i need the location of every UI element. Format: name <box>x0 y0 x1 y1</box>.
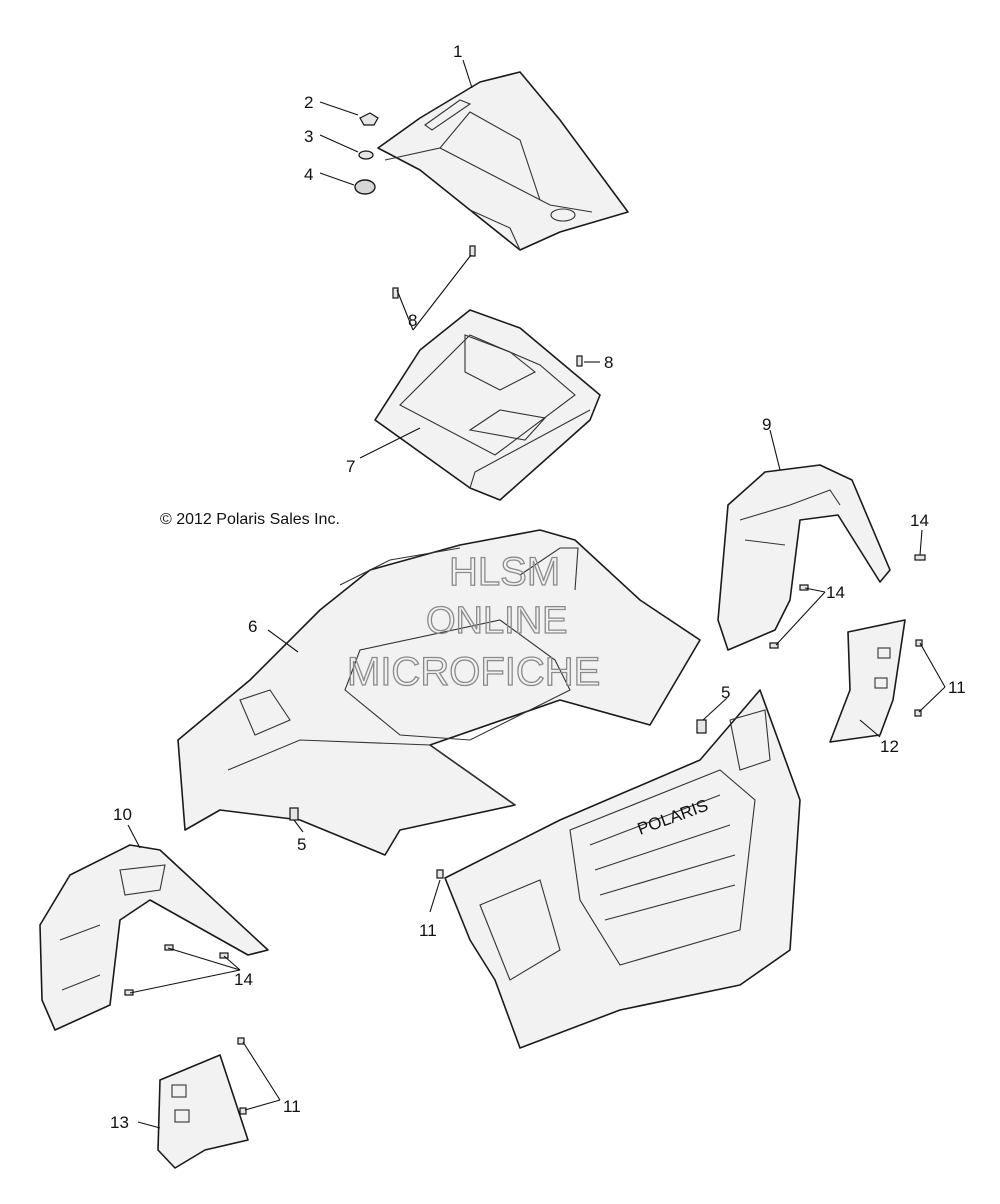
callout-11b: 11 <box>419 921 437 940</box>
callout-labels: 1 2 3 4 8 8 7 9 14 14 6 11 5 12 10 5 11 … <box>110 42 966 1132</box>
callout-10: 10 <box>113 805 132 824</box>
part-7-storage-tray <box>374 309 601 501</box>
part-4-grommet <box>354 179 376 195</box>
watermark-line-1: HLSM <box>449 550 560 594</box>
part-2-fastener <box>359 112 379 126</box>
front-grille-assembly: POLARIS <box>444 689 801 1049</box>
part-12-right-mud-flap <box>829 619 906 743</box>
watermark-line-3: MICROFICHE <box>347 650 600 694</box>
part-5-nut <box>696 719 707 734</box>
part-11-screw <box>914 709 922 717</box>
callout-8a: 8 <box>408 311 417 330</box>
callout-4: 4 <box>304 165 313 184</box>
part-3-washer <box>358 150 374 160</box>
part-14-screw <box>219 952 229 959</box>
part-11-screw <box>915 639 923 647</box>
callout-13: 13 <box>110 1113 129 1132</box>
callout-11c: 11 <box>283 1097 301 1116</box>
callout-5a: 5 <box>721 683 730 702</box>
fastener-stack <box>354 112 379 195</box>
part-13-left-mud-flap <box>157 1054 249 1169</box>
leader-lines <box>127 59 946 1129</box>
part-11-screw <box>436 869 444 879</box>
part-14-screw <box>914 554 926 561</box>
part-6-rear-body <box>177 529 701 856</box>
part-9-right-fender <box>717 464 891 651</box>
part-14-screw <box>769 642 779 649</box>
part-8-pin <box>392 287 399 299</box>
part-11-screw <box>239 1107 247 1115</box>
watermark-line-2: ONLINE <box>426 600 567 642</box>
part-10-left-fender <box>39 844 269 1031</box>
part-8-pin <box>469 245 476 257</box>
callout-8b: 8 <box>604 353 613 372</box>
callout-7: 7 <box>346 457 355 476</box>
callout-2: 2 <box>304 93 313 112</box>
small-hardware <box>124 245 926 1115</box>
callout-9: 9 <box>762 415 771 434</box>
callout-3: 3 <box>304 127 313 146</box>
part-11-screw <box>237 1037 245 1045</box>
callout-11a: 11 <box>948 678 966 697</box>
callout-14a: 14 <box>910 511 929 530</box>
part-1-hood-panel <box>377 71 629 251</box>
part-14-screw <box>164 944 174 951</box>
callout-14b: 14 <box>826 583 845 602</box>
callout-5b: 5 <box>297 835 306 854</box>
callout-1: 1 <box>453 42 462 61</box>
part-5-nut <box>289 807 299 821</box>
watermark: HLSM ONLINE MICROFICHE <box>346 549 601 694</box>
callout-6: 6 <box>248 617 257 636</box>
callout-14c: 14 <box>234 970 253 989</box>
copyright-notice: © 2012 Polaris Sales Inc. <box>160 511 340 528</box>
part-8-pin <box>576 355 583 367</box>
part-14-screw <box>799 584 809 591</box>
callout-12: 12 <box>880 737 899 756</box>
